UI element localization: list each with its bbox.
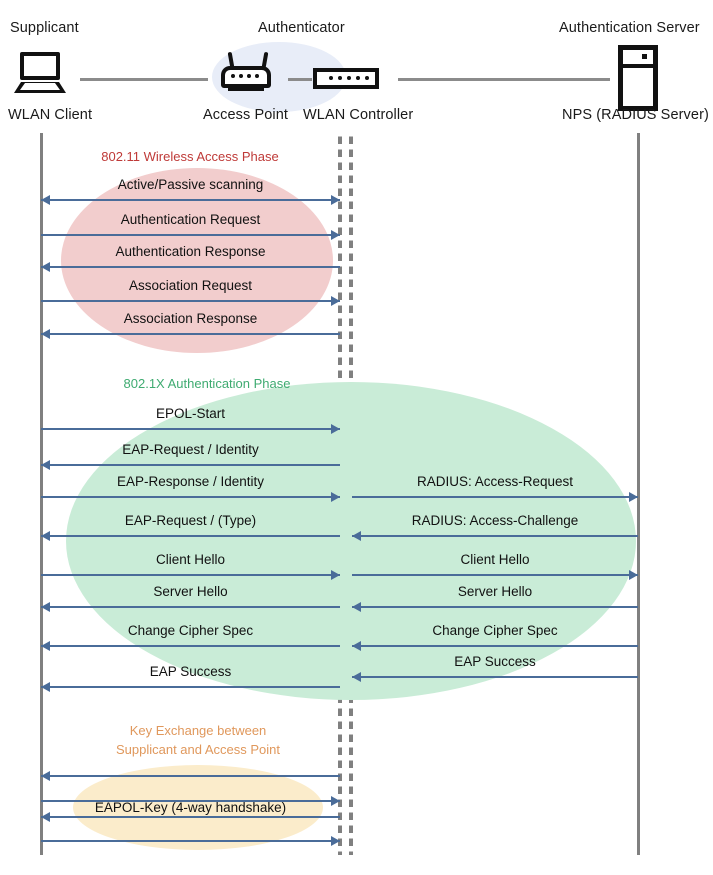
message-line: [41, 535, 340, 537]
message-label: Server Hello: [153, 584, 228, 599]
arrowhead-left-icon: [352, 672, 361, 682]
actor-title-authenticator: Authenticator: [258, 20, 345, 36]
actor-title-auth-server: Authentication Server: [559, 20, 700, 36]
message-line: [41, 775, 340, 777]
message-label: Active/Passive scanning: [117, 177, 264, 192]
arrowhead-left-icon: [352, 531, 361, 541]
message-label: EAP-Request / Identity: [122, 442, 259, 457]
arrowhead-right-icon: [331, 195, 340, 205]
message-line: [352, 676, 638, 678]
message-label: EAP-Response / Identity: [116, 474, 265, 489]
message-line: [41, 496, 340, 498]
message-line: [41, 606, 340, 608]
arrowhead-right-icon: [629, 492, 638, 502]
message-line: [41, 464, 340, 466]
phase-title-dot1x-auth: 802.1X Authentication Phase: [123, 376, 291, 391]
arrowhead-left-icon: [41, 812, 50, 822]
arrowhead-left-icon: [41, 682, 50, 692]
message-label: EAP Success: [149, 664, 232, 679]
message-line: [352, 535, 638, 537]
message-line: [41, 333, 340, 335]
message-line: [41, 645, 340, 647]
phase-title-wireless-access: 802.11 Wireless Access Phase: [101, 149, 279, 164]
message-label: Change Cipher Spec: [127, 623, 254, 638]
access-point-icon: [218, 51, 274, 96]
message-line: [352, 645, 638, 647]
arrowhead-right-icon: [331, 570, 340, 580]
phase-blob-key-exchange: [73, 765, 323, 850]
actor-sublabel-nps-radius-server: NPS (RADIUS Server): [562, 107, 709, 123]
message-label: Association Request: [128, 278, 253, 293]
phase-title-key-exchange-line1: Key Exchange between: [129, 723, 267, 738]
arrowhead-left-icon: [41, 641, 50, 651]
arrowhead-left-icon: [352, 641, 361, 651]
phase-blob-wireless-access: [61, 168, 333, 353]
lifeline-supplicant: [40, 133, 43, 855]
arrowhead-right-icon: [331, 424, 340, 434]
arrowhead-right-icon: [331, 492, 340, 502]
message-line: [41, 300, 340, 302]
controller-icon: [313, 52, 379, 96]
arrowhead-left-icon: [41, 602, 50, 612]
wire-ap-to-controller: [288, 78, 312, 81]
arrowhead-right-icon: [331, 296, 340, 306]
message-line: [352, 574, 638, 576]
arrowhead-left-icon: [41, 771, 50, 781]
message-label: RADIUS: Access-Challenge: [411, 513, 579, 528]
message-label: Server Hello: [457, 584, 533, 599]
wire-controller-to-server: [398, 78, 610, 81]
message-line: [41, 800, 340, 802]
message-label: Authentication Response: [115, 244, 266, 259]
lifeline-auth-server: [637, 133, 640, 855]
arrowhead-left-icon: [352, 602, 361, 612]
server-icon: [618, 45, 660, 113]
message-line: [41, 574, 340, 576]
message-label: EPOL-Start: [155, 406, 226, 421]
message-line: [41, 816, 340, 818]
message-label: Client Hello: [155, 552, 226, 567]
message-line: [41, 266, 340, 268]
arrowhead-right-icon: [331, 230, 340, 240]
message-line: [41, 234, 340, 236]
arrowhead-left-icon: [41, 195, 50, 205]
arrowhead-left-icon: [41, 262, 50, 272]
message-line: [41, 428, 340, 430]
message-label: Client Hello: [460, 552, 530, 567]
arrowhead-left-icon: [41, 460, 50, 470]
laptop-icon: [14, 52, 66, 94]
message-label: EAPOL-Key (4-way handshake): [94, 800, 287, 815]
actor-sublabel-wlan-controller: WLAN Controller: [303, 107, 414, 123]
phase-blob-dot1x-auth: [66, 382, 636, 700]
actor-title-supplicant: Supplicant: [10, 20, 79, 36]
message-label: Change Cipher Spec: [432, 623, 558, 638]
message-line: [352, 496, 638, 498]
message-label: EAP-Request / (Type): [124, 513, 257, 528]
arrowhead-right-icon: [331, 796, 340, 806]
message-line: [352, 606, 638, 608]
arrowhead-right-icon: [629, 570, 638, 580]
message-label: RADIUS: Access-Request: [416, 474, 574, 489]
message-line: [41, 840, 340, 842]
message-label: Association Response: [123, 311, 258, 326]
phase-title-key-exchange-line2: Supplicant and Access Point: [115, 742, 281, 757]
arrowhead-left-icon: [41, 329, 50, 339]
wire-client-to-ap: [80, 78, 208, 81]
arrowhead-left-icon: [41, 531, 50, 541]
message-line: [41, 199, 340, 201]
actor-sublabel-access-point: Access Point: [203, 107, 289, 123]
message-label: Authentication Request: [120, 212, 261, 227]
actor-sublabel-wlan-client: WLAN Client: [8, 107, 93, 123]
message-label: EAP Success: [454, 654, 536, 669]
arrowhead-right-icon: [331, 836, 340, 846]
message-line: [41, 686, 340, 688]
